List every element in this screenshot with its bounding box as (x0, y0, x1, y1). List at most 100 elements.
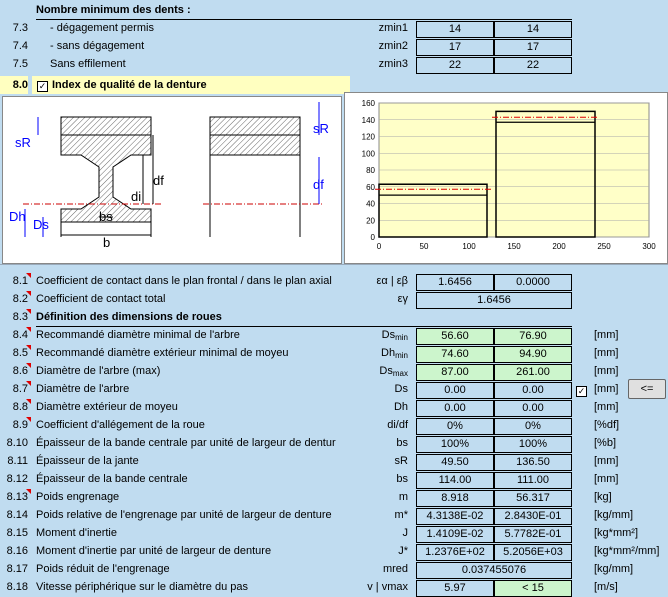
divider (36, 19, 572, 20)
row-symbol: J* (398, 545, 408, 557)
row-label: Poids relative de l'engrenage par unité … (36, 509, 332, 521)
min-teeth-title: Nombre minimum des dents : (36, 4, 191, 16)
comment-marker (26, 327, 31, 332)
value-gear2: 5.7782E-01 (494, 526, 572, 543)
separator-bar (0, 264, 668, 270)
x-tick-label: 300 (642, 242, 656, 251)
value-gear1: 100% (416, 436, 494, 453)
value-gear1: 1.4109E-02 (416, 526, 494, 543)
row-unit: [kg*mm²] (594, 527, 638, 539)
value-gear2: 14 (494, 21, 572, 38)
label-bs: bs (99, 209, 113, 224)
section-8-checkbox[interactable]: ✓ (37, 81, 48, 92)
row-label: Épaisseur de la jante (36, 455, 139, 467)
label-di: di (131, 189, 141, 204)
value-gear2: 136.50 (494, 454, 572, 471)
value-gear1: 1.2376E+02 (416, 544, 494, 561)
row-unit: [mm] (594, 473, 619, 485)
row-number: 8.18 (6, 581, 28, 593)
row-symbol: Dhmin (381, 347, 408, 360)
row-unit: [mm] (594, 347, 619, 359)
value-gear1: 5.97 (416, 580, 494, 597)
row-number: 8.7 (12, 383, 28, 395)
value-gear1: 56.60 (416, 328, 494, 345)
value-gear1: 74.60 (416, 346, 494, 363)
value-gear2: 0.00 (494, 382, 572, 399)
row-label: Épaisseur de la bande centrale (36, 473, 188, 485)
row-symbol: εγ (397, 293, 408, 305)
comment-marker (26, 489, 31, 494)
row-number: 8.15 (6, 527, 28, 539)
row-unit: [kg/mm] (594, 509, 634, 521)
row-label: Coefficient de contact dans le plan fron… (36, 275, 332, 287)
row-label: - dégagement permis (50, 22, 154, 34)
y-tick-label: 60 (366, 183, 375, 192)
label-sR-right: sR (313, 121, 329, 136)
row-symbol: zmin2 (378, 40, 408, 52)
value-combined: 0.037455076 (416, 562, 572, 579)
row-number: 8.10 (6, 437, 28, 449)
row-number: 7.4 (12, 40, 28, 52)
row-symbol: mred (382, 563, 408, 575)
label-Dh: Dh (9, 209, 26, 224)
y-tick-label: 0 (371, 233, 376, 242)
row-label: Diamètre de l'arbre (36, 383, 130, 395)
row-number: 8.12 (6, 473, 28, 485)
divider (36, 326, 572, 327)
y-tick-label: 160 (362, 99, 376, 108)
comment-marker (26, 291, 31, 296)
row-label: Poids engrenage (36, 491, 120, 503)
x-tick-label: 200 (552, 242, 566, 251)
value-gear2: 22 (494, 57, 572, 74)
ds-checkbox[interactable]: ✓ (576, 386, 587, 397)
row-unit: [m/s] (594, 581, 618, 593)
value-gear1: 1.6456 (416, 274, 494, 291)
y-tick-label: 120 (362, 133, 376, 142)
row-number: 8.9 (12, 419, 28, 431)
row-unit: [mm] (594, 455, 619, 467)
row-symbol: zmin3 (378, 58, 408, 70)
row-unit: [%b] (594, 437, 617, 449)
row-label: Épaisseur de la bande centrale par unité… (36, 437, 336, 449)
section-8-bar: 8.0 ✓ Index de qualité de la denture (0, 76, 668, 94)
section-8-label: Index de qualité de la denture (52, 79, 207, 91)
row-number: 8.17 (6, 563, 28, 575)
row-unit: [kg/mm] (594, 563, 634, 575)
label-b: b (103, 235, 110, 250)
value-gear1: 8.918 (416, 490, 494, 507)
row-symbol: m (398, 491, 408, 503)
value-gear2: < 15 (494, 580, 572, 597)
row-number: 7.3 (12, 22, 28, 34)
row-number: 8.4 (12, 329, 28, 341)
x-tick-label: 150 (507, 242, 521, 251)
row-label: Recommandé diamètre extérieur minimal de… (36, 347, 289, 359)
row-number: 8.6 (12, 365, 28, 377)
copy-left-button[interactable]: <= (628, 379, 666, 399)
row-symbol: Dsmax (379, 365, 408, 378)
value-gear2: 76.90 (494, 328, 572, 345)
value-gear1: 4.3138E-02 (416, 508, 494, 525)
row-symbol: bs (396, 473, 408, 485)
row-unit: [mm] (594, 401, 619, 413)
min-teeth-header: Nombre minimum des dents : (0, 2, 668, 20)
value-gear1: 49.50 (416, 454, 494, 471)
row-symbol: J (402, 527, 409, 539)
x-tick-label: 0 (377, 242, 382, 251)
value-gear1: 0% (416, 418, 494, 435)
value-gear2: 111.00 (494, 472, 572, 489)
row-label: Coefficient de contact total (36, 293, 166, 305)
value-gear2: 56.317 (494, 490, 572, 507)
row-label: Vitesse périphérique sur le diamètre du … (36, 581, 248, 593)
